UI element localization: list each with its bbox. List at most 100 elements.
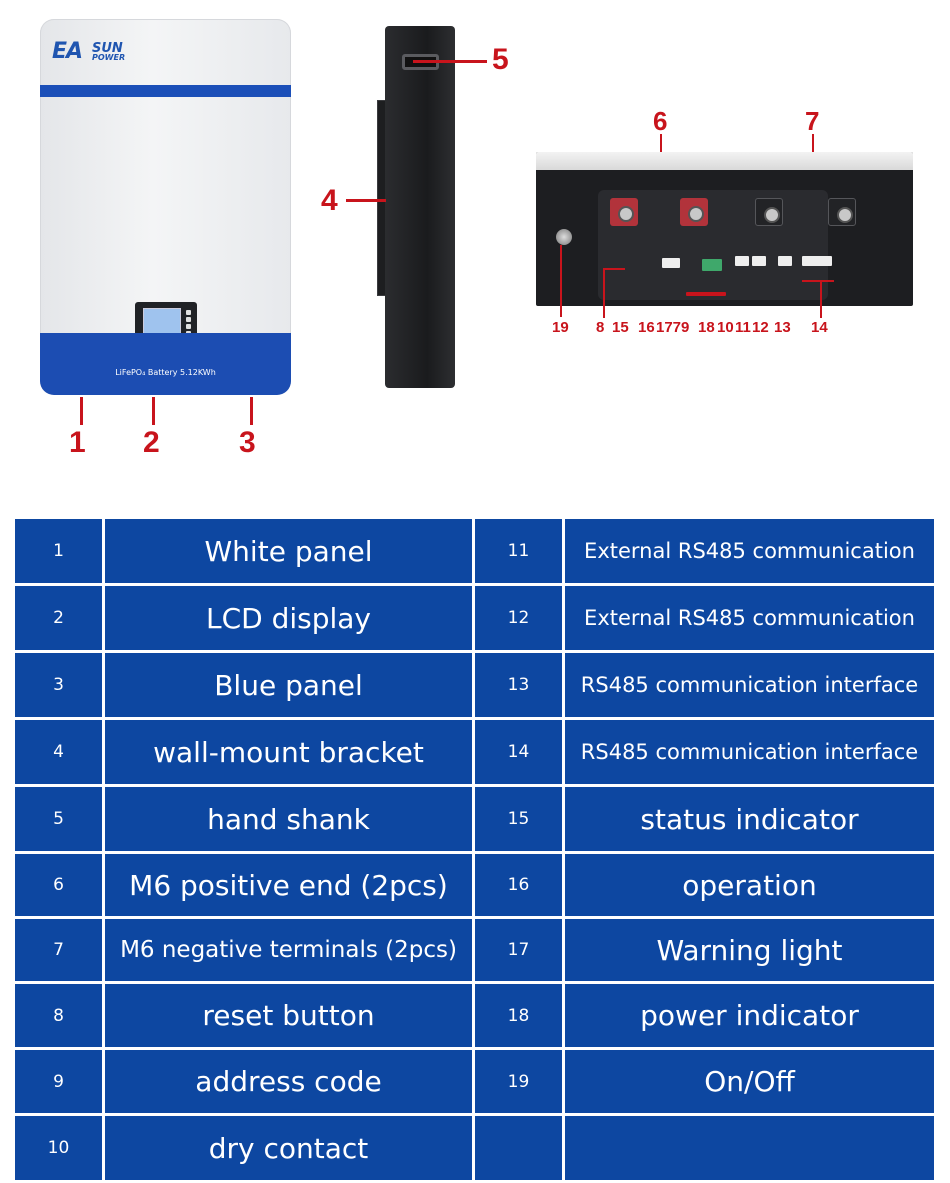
rs485-port-2: [752, 256, 766, 266]
product-figure: EA SUN POWER LiFePO₄ Battery 5.12KWh 1 2…: [0, 0, 950, 505]
item-label: status indicator: [565, 787, 934, 851]
item-number: 15: [475, 787, 562, 851]
item-number: 12: [475, 586, 562, 650]
component-legend-table: 1 White panel 11 External RS485 communic…: [15, 519, 934, 1182]
callout-line-4: [346, 199, 386, 202]
item-number: 11: [475, 519, 562, 583]
callout-bar-8: [603, 268, 625, 270]
item-label: RS485 communication interface: [565, 653, 934, 717]
table-row: 2 LCD display 12 External RS485 communic…: [15, 586, 934, 650]
battery-side-view: [385, 26, 455, 388]
item-number: 17: [475, 919, 562, 981]
item-label: External RS485 communication: [565, 519, 934, 583]
negative-terminal-1: [755, 198, 783, 226]
address-dip-switch: [662, 258, 680, 268]
callout-19: 19: [552, 319, 569, 336]
callout-1779: 1779: [656, 319, 690, 336]
item-label: On/Off: [565, 1050, 934, 1113]
item-number: 4: [15, 720, 102, 784]
blue-panel: [40, 333, 291, 395]
dry-contact-port: [702, 259, 722, 271]
callout-5: 5: [492, 43, 509, 76]
callout-line-8: [603, 268, 605, 318]
callout-2: 2: [143, 426, 160, 459]
positive-terminal-2: [680, 198, 708, 226]
callout-18: 18: [698, 319, 715, 336]
blue-stripe: [40, 85, 291, 97]
callout-bar-14: [802, 280, 834, 282]
lcd-screen: [143, 308, 181, 336]
battery-bottom-view: [536, 152, 913, 306]
table-row: 7 M6 negative terminals (2pcs) 17 Warnin…: [15, 919, 934, 981]
logo-sun: SUN: [92, 41, 123, 56]
callout-line-5: [413, 60, 487, 63]
rs485-port-1: [735, 256, 749, 266]
item-label: RS485 communication interface: [565, 720, 934, 784]
item-number: 7: [15, 919, 102, 981]
item-number: 1: [15, 519, 102, 583]
item-label: operation: [565, 854, 934, 916]
callout-line-3: [250, 397, 253, 425]
table-row: 8 reset button 18 power indicator: [15, 984, 934, 1047]
item-label: M6 positive end (2pcs): [105, 854, 472, 916]
logo-power: POWER: [92, 53, 126, 62]
callout-8: 8: [596, 319, 605, 336]
easun-logo: EA SUN POWER: [52, 39, 125, 64]
item-number: 5: [15, 787, 102, 851]
battery-front-view: EA SUN POWER LiFePO₄ Battery 5.12KWh: [40, 19, 291, 395]
item-number: 10: [15, 1116, 102, 1180]
table-row: 4 wall-mount bracket 14 RS485 communicat…: [15, 720, 934, 784]
callout-6: 6: [653, 106, 668, 136]
table-row: 10 dry contact: [15, 1116, 934, 1180]
callout-11: 11: [735, 319, 751, 336]
item-number: 18: [475, 984, 562, 1047]
item-label: LCD display: [105, 586, 472, 650]
callout-line-14: [820, 280, 822, 318]
callout-7: 7: [805, 106, 820, 136]
item-label: dry contact: [105, 1116, 472, 1180]
item-number: [475, 1116, 562, 1180]
callout-13: 13: [774, 319, 791, 336]
item-label: White panel: [105, 519, 472, 583]
table-row: 5 hand shank 15 status indicator: [15, 787, 934, 851]
positive-terminal-1: [610, 198, 638, 226]
rs485-port-3: [802, 256, 832, 266]
callout-16: 16: [638, 319, 655, 336]
callout-10: 10: [717, 319, 734, 336]
table-row: 1 White panel 11 External RS485 communic…: [15, 519, 934, 583]
item-label: address code: [105, 1050, 472, 1113]
item-label: External RS485 communication: [565, 586, 934, 650]
item-label: [565, 1116, 934, 1180]
callout-14: 14: [811, 319, 828, 336]
item-number: 13: [475, 653, 562, 717]
battery-label: LiFePO₄ Battery 5.12KWh: [115, 368, 216, 377]
item-label: wall-mount bracket: [105, 720, 472, 784]
logo-ea: EA: [52, 39, 83, 64]
item-label: power indicator: [565, 984, 934, 1047]
item-label: reset button: [105, 984, 472, 1047]
on-off-switch: [556, 229, 572, 245]
item-number: 8: [15, 984, 102, 1047]
table-row: 6 M6 positive end (2pcs) 16 operation: [15, 854, 934, 916]
item-label: hand shank: [105, 787, 472, 851]
callout-4: 4: [321, 184, 338, 217]
table-row: 3 Blue panel 13 RS485 communication inte…: [15, 653, 934, 717]
indicator-strip: [686, 292, 726, 296]
callout-12: 12: [752, 319, 769, 336]
item-label: Warning light: [565, 919, 934, 981]
negative-terminal-2: [828, 198, 856, 226]
bottom-cap: [536, 152, 913, 170]
item-label: Blue panel: [105, 653, 472, 717]
item-number: 14: [475, 720, 562, 784]
rs232-port: [778, 256, 792, 266]
callout-line-19: [560, 245, 562, 317]
item-number: 16: [475, 854, 562, 916]
callout-line-2: [152, 397, 155, 425]
table-row: 9 address code 19 On/Off: [15, 1050, 934, 1113]
callout-1: 1: [69, 426, 86, 459]
item-number: 3: [15, 653, 102, 717]
item-number: 2: [15, 586, 102, 650]
item-label: M6 negative terminals (2pcs): [105, 919, 472, 981]
item-number: 6: [15, 854, 102, 916]
item-number: 19: [475, 1050, 562, 1113]
